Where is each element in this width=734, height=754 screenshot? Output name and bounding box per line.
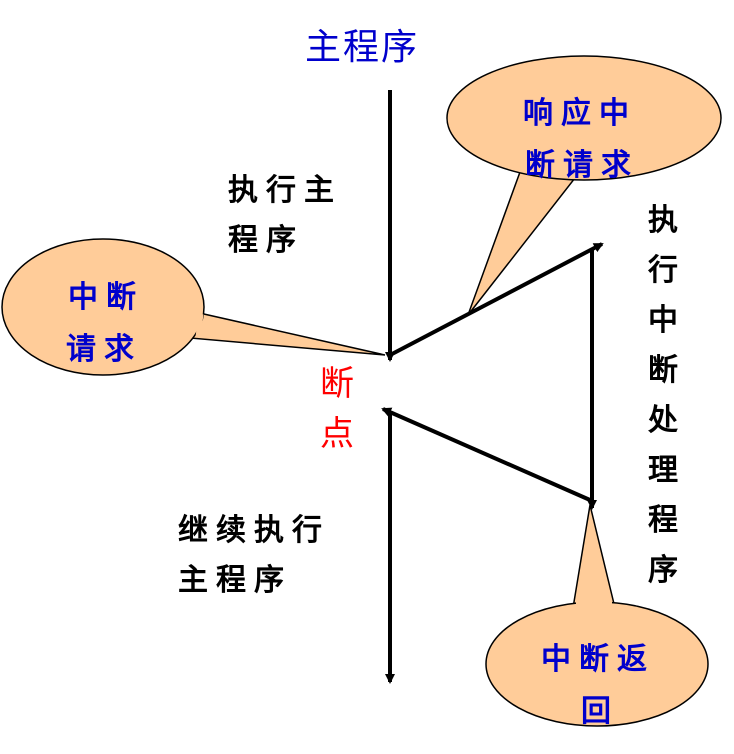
callout-request-text-2: 请求 <box>66 332 142 367</box>
diagram-title: 主程序 <box>305 27 420 68</box>
callout-respond-interrupt <box>446 55 722 316</box>
isr-char: 理 <box>648 453 686 488</box>
label-continue-1: 继续执行 <box>178 513 330 548</box>
jump-to-isr-arrow <box>391 242 604 356</box>
label-breakpoint-2: 点 <box>320 414 362 454</box>
callout-interrupt-return <box>485 504 709 727</box>
isr-char: 行 <box>648 253 686 288</box>
label-continue-2: 主程序 <box>178 563 292 598</box>
isr-char: 序 <box>648 553 686 588</box>
isr-char: 执 <box>648 203 686 238</box>
return-arrow <box>381 407 591 502</box>
callout-interrupt-request <box>1 238 386 376</box>
label-breakpoint-1: 断 <box>320 364 362 404</box>
callout-return-text-1: 中断返 <box>541 642 655 677</box>
label-exec-main-1: 执行主 <box>228 173 342 208</box>
callout-request-text-1: 中断 <box>68 280 144 315</box>
callout-respond-text-1: 响应中 <box>523 96 637 131</box>
isr-char: 中 <box>648 303 686 338</box>
label-exec-isr: 执 行 中 断 处 理 程 序 <box>648 195 684 595</box>
isr-char: 处 <box>648 403 686 438</box>
isr-char: 断 <box>648 353 686 388</box>
callout-respond-text-2: 断请求 <box>525 148 639 183</box>
label-exec-main-2: 程序 <box>228 223 304 258</box>
isr-char: 程 <box>648 503 686 538</box>
callout-return-text-2: 回 <box>581 694 619 729</box>
